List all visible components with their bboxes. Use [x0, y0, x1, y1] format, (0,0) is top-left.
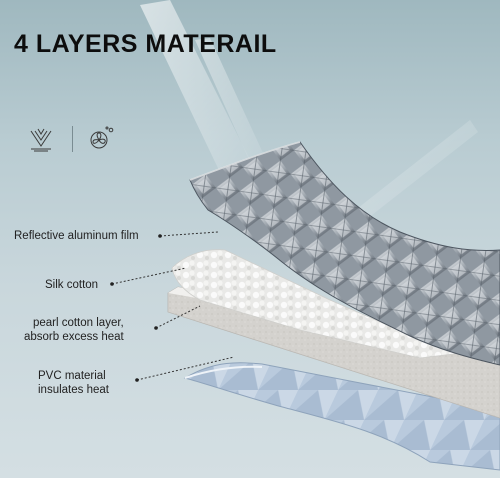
layer-label-aluminum: Reflective aluminum film	[14, 230, 139, 242]
page-title: 4 LAYERS MATERAIL	[14, 30, 277, 58]
layer-label-pvc-line1: PVC material	[38, 370, 106, 382]
pearl-cotton-layer	[167, 286, 500, 419]
icon-divider	[72, 126, 73, 152]
layer-label-pvc-line2: insulates heat	[38, 384, 109, 396]
layer-label-pearl: pearl cotton layer, absorb excess heat	[24, 316, 124, 344]
leader-dots	[110, 234, 162, 382]
feature-icons	[28, 126, 114, 152]
layer-label-pearl-line2: absorb excess heat	[24, 331, 124, 343]
leader-lines	[111, 231, 235, 381]
aluminum-film-layer	[189, 141, 500, 366]
layer-label-pearl-line1: pearl cotton layer,	[32, 317, 124, 329]
water-ripple-icon	[28, 126, 54, 152]
fan-air-icon	[87, 126, 114, 152]
pvc-layer	[183, 362, 500, 471]
layer-label-silk: Silk cotton	[45, 279, 99, 291]
layer-label-pvc: PVC material insulates heat	[38, 369, 109, 397]
